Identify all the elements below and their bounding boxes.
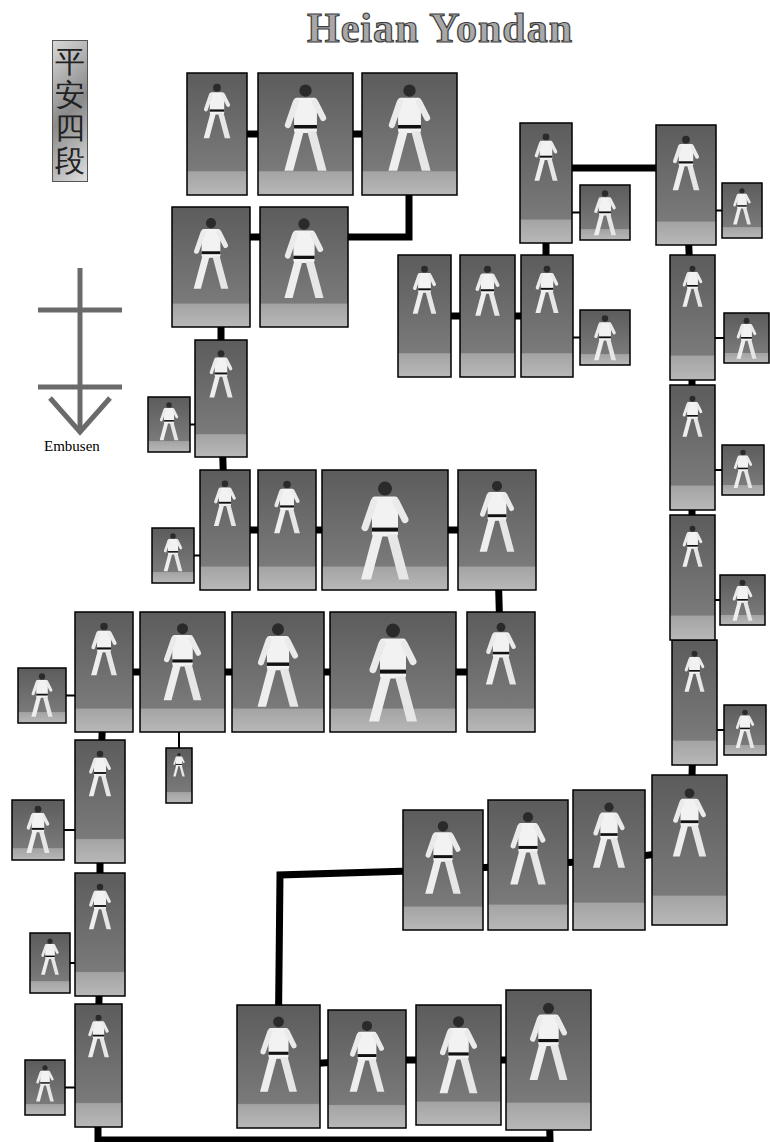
tie-line xyxy=(194,555,200,557)
kata-photo xyxy=(237,1005,320,1128)
inset-photo xyxy=(25,1060,65,1115)
kata-photo xyxy=(258,470,316,590)
kata-photo xyxy=(75,612,133,732)
inset-photo xyxy=(12,800,64,860)
inset-photo xyxy=(722,445,764,495)
kata-photo xyxy=(328,1010,406,1128)
kata-photo xyxy=(187,73,247,195)
kata-photo xyxy=(398,255,451,377)
kata-photo xyxy=(260,207,348,327)
tie-line xyxy=(572,212,580,214)
kata-title: Heian Yondan xyxy=(0,4,770,52)
kata-photo xyxy=(467,612,535,732)
kata-photo xyxy=(488,800,568,930)
inset-photo xyxy=(724,313,769,363)
inset-photo xyxy=(720,575,765,625)
kata-photo xyxy=(195,340,247,457)
inset-photo xyxy=(580,185,630,240)
kata-photo xyxy=(521,255,573,377)
kata-photo xyxy=(573,790,645,930)
inset-photo xyxy=(152,528,194,583)
kata-photo xyxy=(670,255,715,380)
kata-photo xyxy=(75,740,125,863)
kata-photo xyxy=(416,1005,501,1125)
tie-line xyxy=(64,829,75,831)
kata-photo xyxy=(458,470,536,590)
kata-photo xyxy=(330,612,456,732)
kata-photo xyxy=(652,775,727,925)
kata-photo xyxy=(75,1004,122,1127)
kata-photo xyxy=(670,385,715,510)
kata-photo xyxy=(140,612,225,732)
tie-line xyxy=(716,210,722,212)
tie-line xyxy=(66,695,75,697)
tie-line xyxy=(715,469,722,471)
sequence-lines xyxy=(64,134,724,1140)
inset-photo xyxy=(722,183,762,238)
kata-photo xyxy=(362,73,457,195)
kata-photo xyxy=(672,640,717,765)
kata-photo xyxy=(403,810,483,930)
kata-photo xyxy=(460,255,515,377)
kata-photo xyxy=(322,470,448,590)
inset-photo xyxy=(166,748,192,803)
embusen-symbol xyxy=(38,268,122,432)
kata-photo xyxy=(172,207,250,327)
kata-photo xyxy=(670,515,715,640)
kata-photo xyxy=(656,125,716,245)
embusen-caption: Embusen xyxy=(44,438,100,455)
vertical-kanji: 平安四段 xyxy=(52,40,88,182)
tie-line xyxy=(717,729,724,731)
tie-line xyxy=(65,1087,75,1089)
photo-frames xyxy=(12,73,769,1130)
inset-photo xyxy=(148,397,190,452)
kata-photo xyxy=(200,470,250,590)
kata-photo xyxy=(232,612,324,732)
tie-line xyxy=(573,337,580,339)
kata-photo xyxy=(75,873,125,996)
tie-line xyxy=(178,732,180,748)
kata-photo xyxy=(520,123,572,243)
inset-photo xyxy=(18,668,66,723)
kata-photo xyxy=(258,73,353,195)
tie-line xyxy=(715,337,724,339)
inset-photo xyxy=(724,705,766,755)
kata-photo xyxy=(506,990,591,1130)
sequence-line xyxy=(98,134,694,1140)
inset-photo xyxy=(30,933,70,993)
inset-photo xyxy=(580,310,630,365)
